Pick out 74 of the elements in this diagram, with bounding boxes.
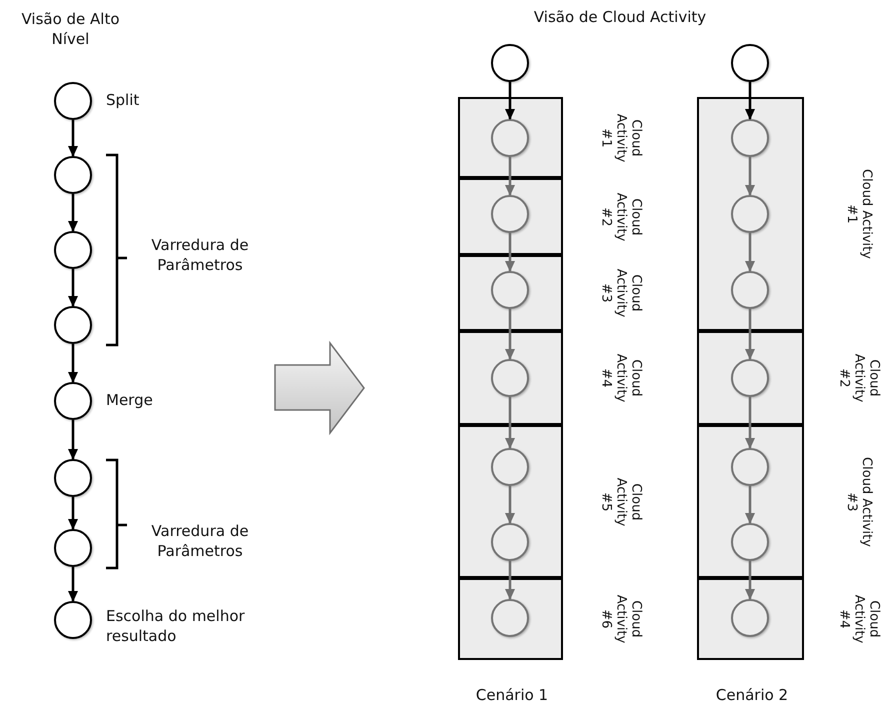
- activity-label: Cloud Activity #3: [598, 268, 642, 320]
- activity-box: [458, 255, 563, 331]
- arrow: [745, 233, 755, 272]
- circle-node: [730, 448, 768, 486]
- activity-label: Cloud Activity #1: [843, 168, 873, 260]
- activity-box: [458, 578, 563, 660]
- circle-node: [730, 118, 768, 156]
- circle-node: [490, 118, 528, 156]
- activity-label: Cloud Activity #1: [598, 112, 642, 164]
- step-label: Escolha do melhor resultado: [106, 607, 246, 646]
- circle-node: [490, 358, 528, 396]
- view-title: Visão de Cloud Activity: [532, 8, 708, 28]
- arrow: [745, 486, 755, 524]
- arrow: [505, 233, 515, 272]
- circle-node: [54, 459, 92, 497]
- circle-node: [54, 382, 92, 420]
- circle-node: [490, 598, 528, 636]
- circle-node: [490, 270, 528, 308]
- bracket-label: Varredura de Parâmetros: [150, 522, 250, 561]
- activity-label: Cloud Activity #6: [598, 594, 642, 646]
- circle-node: [54, 82, 92, 120]
- arrow: [745, 561, 755, 600]
- circle-node: [54, 306, 92, 344]
- arrow: [68, 120, 78, 157]
- activity-box: [697, 97, 804, 331]
- circle-node: [54, 601, 92, 639]
- arrow: [505, 157, 515, 196]
- circle-node: [54, 529, 92, 567]
- circle-node: [730, 270, 768, 308]
- activity-label: Cloud Activity #2: [598, 191, 642, 243]
- circle-node: [491, 44, 529, 82]
- arrow: [505, 561, 515, 600]
- activity-label: Cloud Activity #3: [843, 456, 873, 548]
- circle-node: [730, 598, 768, 636]
- circle-node: [730, 194, 768, 232]
- scenario-caption: Cenário 1: [474, 686, 550, 706]
- activity-box: [458, 331, 563, 425]
- activity-label: Cloud Activity #5: [598, 476, 642, 528]
- circle-node: [731, 44, 769, 82]
- activity-box: [458, 425, 563, 578]
- step-label: Merge: [106, 391, 154, 411]
- arrow: [745, 309, 755, 360]
- scenario-caption: Cenário 2: [714, 686, 790, 706]
- arrow: [68, 497, 78, 530]
- arrow: [505, 309, 515, 360]
- activity-label: Cloud Activity #4: [598, 352, 642, 404]
- arrow: [745, 82, 755, 120]
- circle-node: [490, 194, 528, 232]
- activity-box: [458, 97, 563, 178]
- arrow: [68, 420, 78, 460]
- arrow: [505, 397, 515, 449]
- arrow: [68, 194, 78, 232]
- circle-node: [490, 522, 528, 560]
- bracket-label: Varredura de Parâmetros: [150, 236, 250, 275]
- activity-label: Cloud Activity #2: [836, 352, 880, 404]
- activity-box: [697, 331, 804, 425]
- activity-box: [697, 578, 804, 660]
- arrow: [68, 344, 78, 383]
- arrow: [505, 486, 515, 524]
- view-title: Visão de Alto Nível: [20, 10, 121, 49]
- circle-node: [730, 358, 768, 396]
- arrow: [745, 397, 755, 449]
- activity-box: [458, 178, 563, 255]
- circle-node: [54, 156, 92, 194]
- circle-node: [54, 231, 92, 269]
- step-label: Split: [106, 91, 140, 111]
- activity-label: Cloud Activity #4: [836, 594, 880, 646]
- arrow: [68, 269, 78, 307]
- activity-box: [697, 425, 804, 578]
- arrow: [745, 157, 755, 196]
- arrow: [68, 567, 78, 602]
- circle-node: [730, 522, 768, 560]
- arrow: [505, 82, 515, 120]
- circle-node: [490, 448, 528, 486]
